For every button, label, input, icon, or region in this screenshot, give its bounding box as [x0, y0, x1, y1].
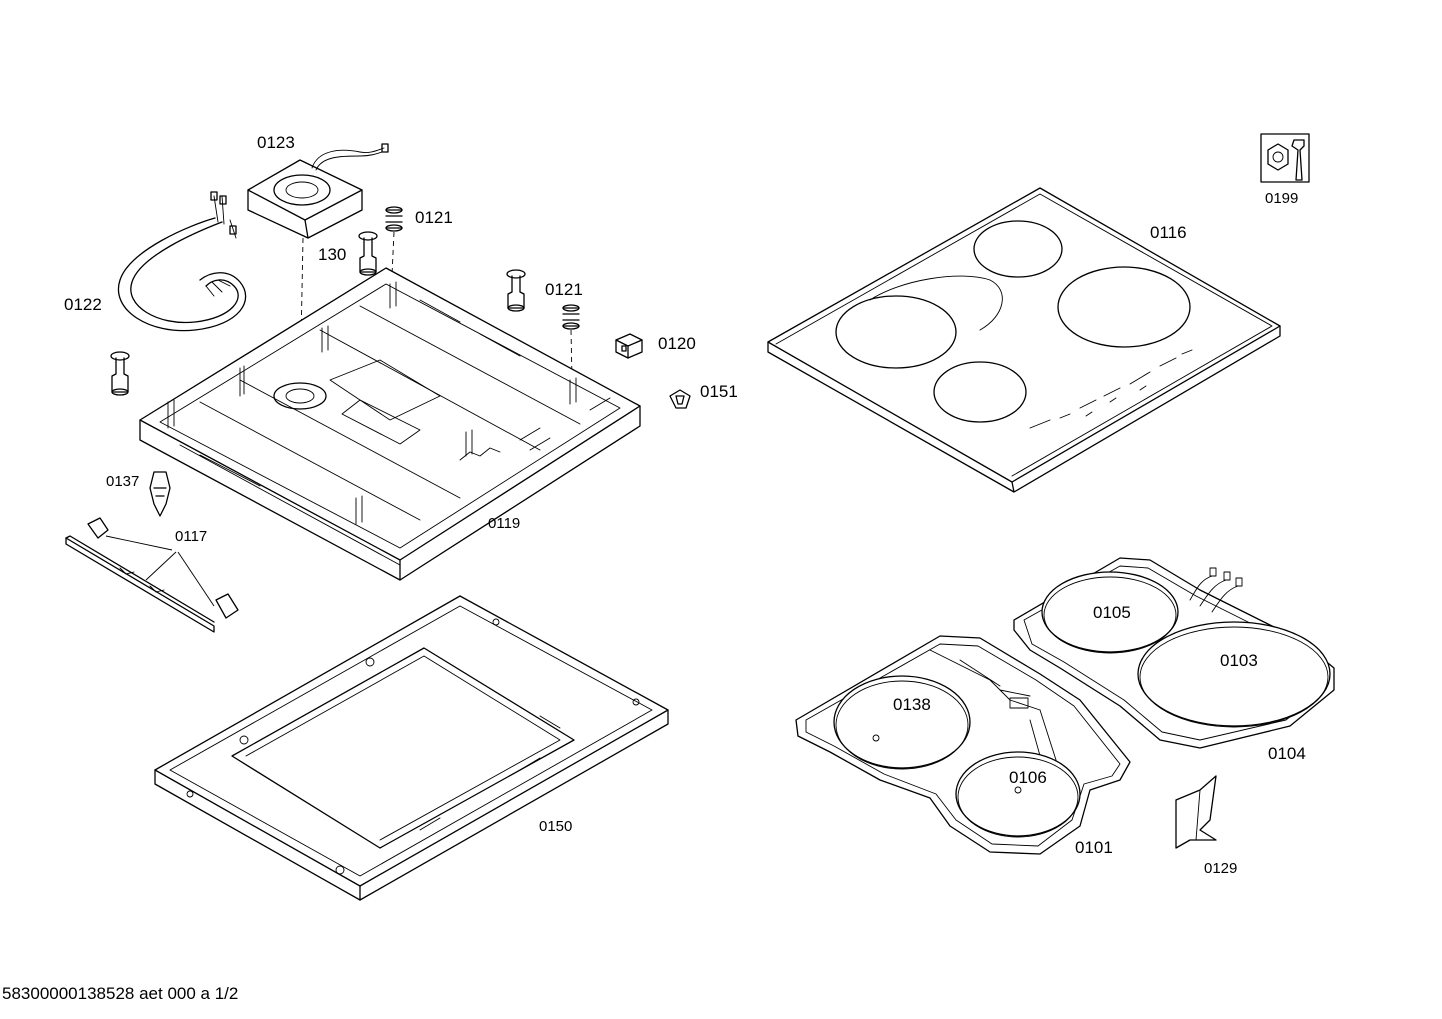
rail-0117: [65, 517, 239, 633]
label-0123: 0123: [257, 133, 295, 152]
bracket-0129: [1175, 775, 1217, 849]
base-tray-0119: [139, 267, 641, 581]
label-0129: 0129: [1204, 860, 1237, 877]
label-0138: 0138: [893, 695, 931, 714]
frame-0150: [154, 595, 669, 901]
label-0117: 0117: [175, 528, 207, 545]
label-0121-a: 0121: [415, 208, 453, 227]
label-0120: 0120: [658, 334, 696, 353]
spring-0121-b: [562, 304, 580, 330]
label-130: 130: [318, 245, 346, 264]
service-tool-icon: [1260, 133, 1310, 183]
label-0121-b: 0121: [545, 280, 583, 299]
foot-upper-right: [506, 269, 526, 312]
label-0106: 0106: [1009, 768, 1047, 787]
label-0199: 0199: [1265, 190, 1298, 207]
connector-0151: [669, 389, 691, 409]
ceramic-cooktop-0116: [767, 187, 1281, 493]
spring-0121-a: [385, 206, 403, 232]
document-id: 58300000138528 aet 000 a 1/2: [2, 984, 238, 1003]
label-0104: 0104: [1268, 744, 1306, 763]
foot-130: [358, 231, 378, 276]
fan-assembly-0123: [247, 143, 389, 239]
label-0150: 0150: [539, 818, 572, 835]
label-0101: 0101: [1075, 838, 1113, 857]
label-0105: 0105: [1093, 603, 1131, 622]
foot-left: [110, 351, 130, 396]
induction-carrier-0101: [795, 635, 1131, 855]
label-0122: 0122: [64, 295, 102, 314]
induction-carrier-0104: [1013, 557, 1335, 749]
label-0103: 0103: [1220, 651, 1258, 670]
clip-0120: [615, 333, 643, 359]
cable-harness-0122: [117, 191, 247, 332]
label-0137: 0137: [106, 473, 139, 490]
latch-0137: [149, 471, 171, 517]
label-0151: 0151: [700, 382, 738, 401]
label-0116: 0116: [1150, 223, 1187, 242]
label-0119: 0119: [488, 515, 520, 532]
